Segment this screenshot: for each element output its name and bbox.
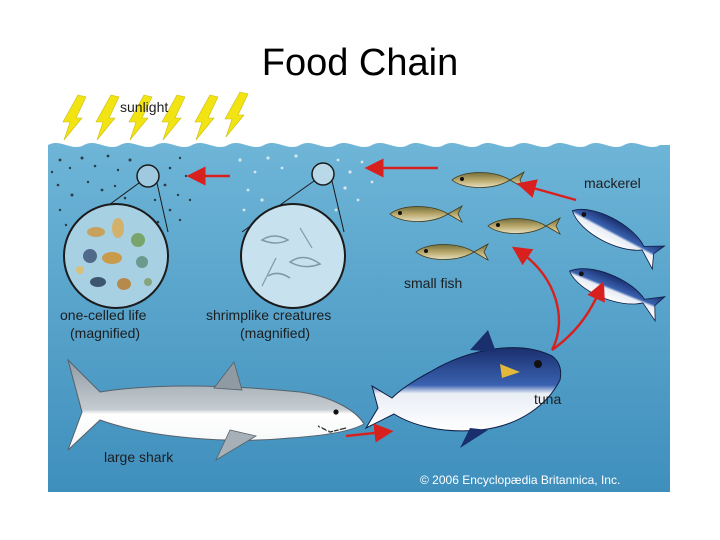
sun-ray [96, 95, 119, 140]
sunlight-label: sunlight [120, 99, 168, 115]
one-celled-life-magnified [64, 204, 168, 308]
shrimplike-sublabel: (magnified) [240, 325, 310, 341]
water-surface [48, 136, 670, 147]
sun-ray [195, 95, 218, 140]
sun-ray [63, 95, 86, 140]
one-celled-life-sublabel: (magnified) [70, 325, 140, 341]
copyright-credit: © 2006 Encyclopædia Britannica, Inc. [420, 473, 620, 487]
magnifier-point-one-celled [137, 165, 159, 187]
shrimplike-creatures-magnified [241, 204, 345, 308]
large-shark-label: large shark [104, 449, 174, 465]
magnifier-point-shrimp [312, 163, 334, 185]
small-fish-label: small fish [404, 275, 462, 291]
mackerel-label: mackerel [584, 175, 641, 191]
tuna-label: tuna [534, 391, 561, 407]
shrimplike-label: shrimplike creatures [206, 307, 331, 323]
sun-ray [225, 92, 248, 137]
one-celled-life-label: one-celled life [60, 307, 147, 323]
